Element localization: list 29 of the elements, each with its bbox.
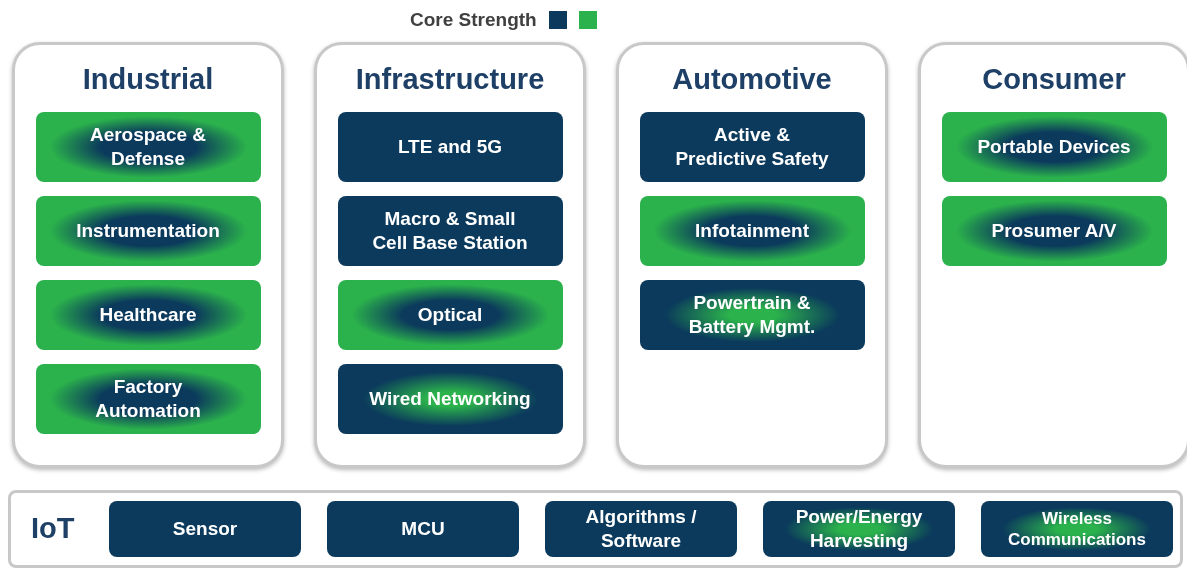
- segment-box: MCU: [327, 501, 519, 557]
- segment-box: Wired Networking: [337, 364, 563, 434]
- market-panel: [12, 42, 284, 468]
- segment-box: LTE and 5G: [337, 112, 563, 182]
- segment-box: Optical: [337, 280, 563, 350]
- segment-box: Macro & Small Cell Base Station: [337, 196, 563, 266]
- segment-box: Infotainment: [639, 196, 865, 266]
- iot-band: [8, 490, 1183, 568]
- segment-box: Healthcare: [35, 280, 261, 350]
- panel-heading: Consumer: [982, 65, 1126, 94]
- segment-box: Power/Energy Harvesting: [763, 501, 955, 557]
- segment-box: Algorithms / Software: [545, 501, 737, 557]
- segment-box: Active & Predictive Safety: [639, 112, 865, 182]
- panel-heading: Automotive: [672, 65, 832, 94]
- segment-box: Prosumer A/V: [941, 196, 1167, 266]
- segment-box: Wireless Communications: [981, 501, 1173, 557]
- market-panel: [918, 42, 1187, 468]
- segment-box: Aerospace & Defense: [35, 112, 261, 182]
- panel-heading: Infrastructure: [355, 65, 545, 94]
- segment-box: Portable Devices: [941, 112, 1167, 182]
- segment-box: Factory Automation: [35, 364, 261, 434]
- segment-box: Sensor: [109, 501, 301, 557]
- market-panel: [616, 42, 888, 468]
- legend-title: Core Strength: [410, 8, 537, 32]
- panel-heading: Industrial: [82, 65, 214, 94]
- market-panel: [314, 42, 586, 468]
- segment-box: Instrumentation: [35, 196, 261, 266]
- segment-box: Powertrain & Battery Mgmt.: [639, 280, 865, 350]
- band-heading: IoT: [31, 511, 76, 547]
